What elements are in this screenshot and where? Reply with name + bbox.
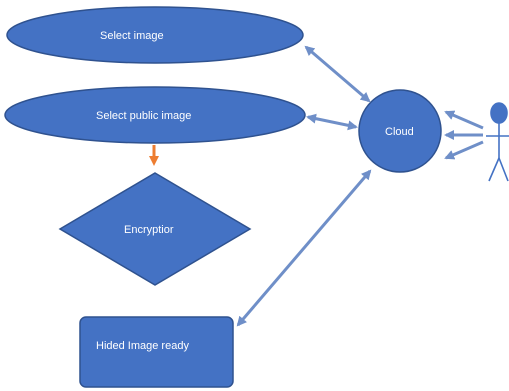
- connector-select-image-cloud: [304, 45, 371, 103]
- connector-hided-image-cloud: [236, 169, 372, 327]
- encryption-label: Encryptior: [124, 224, 174, 236]
- encryption-node: Encryptior: [58, 172, 252, 286]
- stick-figure-user-icon: [486, 102, 509, 182]
- connector-user-cloud-3: [444, 140, 484, 160]
- select-image-node: Select image: [6, 6, 304, 64]
- select-image-label: Select image: [100, 30, 164, 42]
- select-public-image-node: Select public image: [4, 86, 306, 144]
- connector-public-image-cloud: [306, 113, 358, 131]
- cloud-node: Cloud: [358, 89, 442, 173]
- hided-image-node: Hided Image ready: [79, 316, 234, 388]
- connector-user-cloud-1: [444, 110, 484, 130]
- select-public-image-label: Select public image: [96, 110, 191, 122]
- cloud-label: Cloud: [385, 126, 414, 138]
- hided-image-label: Hided Image ready: [96, 340, 189, 352]
